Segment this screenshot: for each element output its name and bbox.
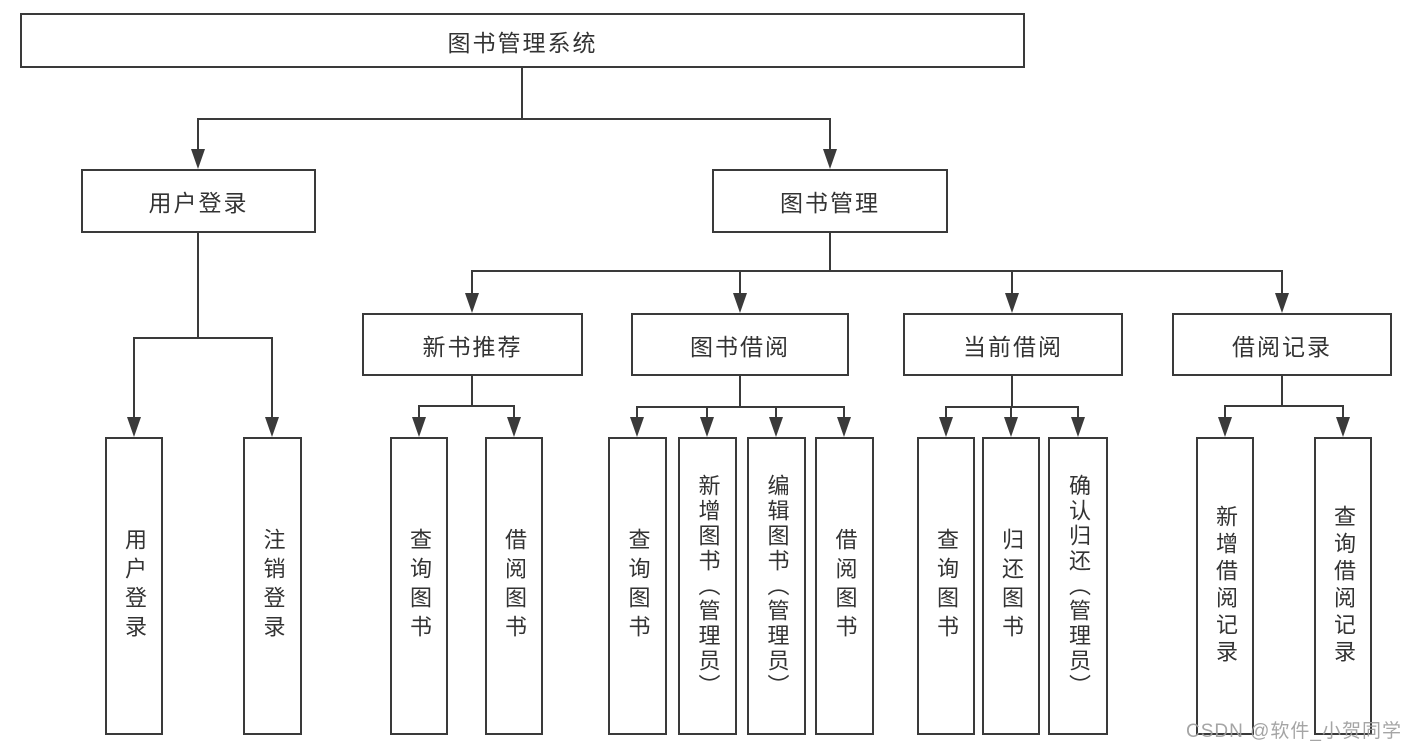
leaf-bb-edit-books-admin-label: 编辑图书（管理员） (764, 473, 790, 699)
connector-level2-hline (471, 270, 1283, 272)
arrowhead-bb-borrow (837, 417, 851, 437)
arrowhead-leaf-user-login (127, 417, 141, 437)
leaf-bb-edit-books-admin: 编辑图书（管理员） (747, 437, 806, 735)
connector-cb-query-drop (945, 406, 947, 420)
leaf-cb-query-books: 查询图书 (917, 437, 975, 735)
connector-br-query-drop (1342, 405, 1344, 421)
arrowhead-user-login (191, 149, 205, 169)
node-current-borrowing-label: 当前借阅 (963, 333, 1063, 360)
connector-bb-borrow-drop (843, 406, 845, 420)
connector-user-login-stem (197, 231, 199, 339)
node-current-borrowing: 当前借阅 (903, 313, 1123, 376)
leaf-nb-query-books: 查询图书 (390, 437, 448, 735)
arrowhead-nb-query (412, 417, 426, 437)
arrowhead-bb-add (700, 417, 714, 437)
connector-book-borrowing-hline (636, 406, 845, 408)
leaf-nb-borrow-books: 借阅图书 (485, 437, 543, 735)
arrowhead-new-book (465, 293, 479, 313)
connector-nb-borrow-drop (513, 405, 515, 421)
leaf-cb-return-books: 归还图书 (982, 437, 1040, 735)
leaf-br-add-record: 新增借阅记录 (1196, 437, 1254, 735)
leaf-cb-return-books-label: 归还图书 (999, 528, 1024, 644)
node-user-login-label: 用户登录 (148, 190, 249, 216)
connector-current-borrowing-hline (945, 406, 1079, 408)
node-library-management-system-label: 图书管理系统 (447, 29, 598, 56)
leaf-cb-confirm-return-admin: 确认归还（管理员） (1048, 437, 1108, 735)
arrowhead-bb-edit (769, 417, 783, 437)
leaf-nb-query-books-label: 查询图书 (407, 528, 432, 644)
connector-bb-add-drop (706, 406, 708, 420)
leaf-user-login-label: 用户登录 (122, 528, 147, 644)
connector-leaf-user-login-drop (133, 337, 135, 421)
leaf-logout-label: 注销登录 (260, 528, 286, 644)
leaf-bb-borrow-books-label: 借阅图书 (832, 528, 858, 644)
connector-br-add-drop (1224, 405, 1226, 421)
node-book-management-label: 图书管理 (780, 190, 880, 216)
arrowhead-cb-query (939, 417, 953, 437)
leaf-bb-query-books: 查询图书 (608, 437, 667, 735)
connector-nb-query-drop (418, 405, 420, 421)
connector-cb-return-drop (1010, 406, 1012, 420)
connector-book-management-stem (829, 231, 831, 272)
arrowhead-current-borrowing (1005, 293, 1019, 313)
leaf-logout: 注销登录 (243, 437, 302, 735)
arrowhead-br-add (1218, 417, 1232, 437)
leaf-br-query-record: 查询借阅记录 (1314, 437, 1372, 735)
connector-bb-query-drop (636, 406, 638, 420)
connector-user-login-drop (197, 118, 199, 152)
arrowhead-book-management (823, 149, 837, 169)
node-user-login: 用户登录 (81, 169, 316, 233)
leaf-bb-borrow-books: 借阅图书 (815, 437, 874, 735)
arrowhead-cb-confirm (1071, 417, 1085, 437)
arrowhead-bb-query (630, 417, 644, 437)
node-new-book-recommend-label: 新书推荐 (422, 333, 523, 360)
node-book-management: 图书管理 (712, 169, 948, 233)
arrowhead-cb-return (1004, 417, 1018, 437)
arrowhead-book-borrowing (733, 293, 747, 313)
leaf-cb-query-books-label: 查询图书 (934, 528, 959, 644)
node-book-borrowing: 图书借阅 (631, 313, 849, 376)
leaf-cb-confirm-return-admin-label: 确认归还（管理员） (1066, 473, 1091, 699)
csdn-watermark: CSDN @软件_小贺同学 (1186, 721, 1402, 742)
arrowhead-nb-borrow (507, 417, 521, 437)
connector-book-management-drop (829, 118, 831, 152)
connector-current-borrowing-drop (1011, 270, 1013, 296)
leaf-nb-borrow-books-label: 借阅图书 (502, 528, 527, 644)
arrowhead-leaf-logout (265, 417, 279, 437)
connector-level1-hline (197, 118, 831, 120)
leaf-br-query-record-label: 查询借阅记录 (1331, 505, 1356, 667)
leaf-user-login: 用户登录 (105, 437, 163, 735)
connector-leaf-logout-drop (271, 337, 273, 421)
node-borrowing-records: 借阅记录 (1172, 313, 1392, 376)
arrowhead-borrowing-records (1275, 293, 1289, 313)
connector-cb-confirm-drop (1077, 406, 1079, 420)
connector-borrowing-records-hline (1224, 405, 1344, 407)
connector-book-borrowing-drop (739, 270, 741, 296)
leaf-bb-add-books-admin: 新增图书（管理员） (678, 437, 737, 735)
node-book-borrowing-label: 图书借阅 (690, 333, 790, 360)
connector-new-book-stem (471, 375, 473, 407)
leaf-bb-add-books-admin-label: 新增图书（管理员） (695, 473, 721, 699)
connector-new-book-drop (471, 270, 473, 296)
node-new-book-recommend: 新书推荐 (362, 313, 583, 376)
leaf-br-add-record-label: 新增借阅记录 (1213, 505, 1238, 667)
leaf-bb-query-books-label: 查询图书 (625, 528, 651, 644)
connector-borrowing-records-drop (1281, 270, 1283, 296)
connector-bb-edit-drop (775, 406, 777, 420)
connector-user-login-hline (133, 337, 273, 339)
connector-current-borrowing-stem (1011, 375, 1013, 408)
connector-borrowing-records-stem (1281, 375, 1283, 407)
connector-new-book-hline (418, 405, 515, 407)
arrowhead-br-query (1336, 417, 1350, 437)
node-borrowing-records-label: 借阅记录 (1232, 333, 1332, 360)
connector-book-borrowing-stem (739, 375, 741, 408)
connector-root-stem (521, 67, 523, 119)
node-library-management-system: 图书管理系统 (20, 13, 1025, 68)
